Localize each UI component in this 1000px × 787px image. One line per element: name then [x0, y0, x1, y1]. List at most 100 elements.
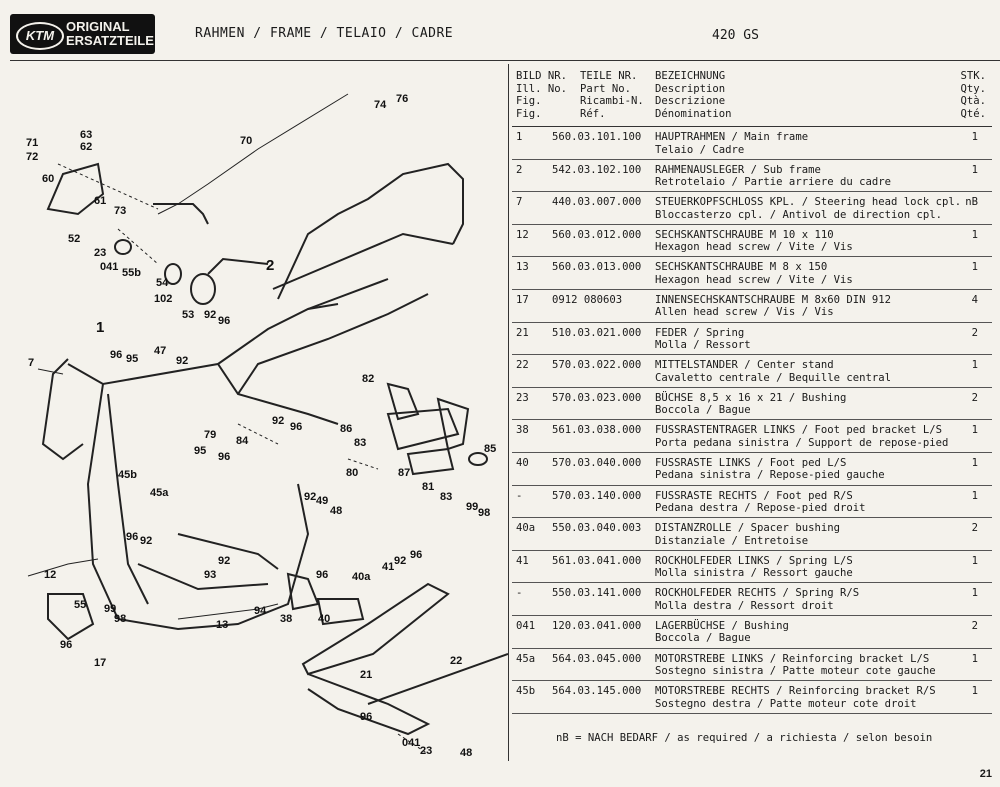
callout-label: 22	[450, 655, 462, 667]
row-description: FUSSRASTE RECHTS / Foot ped R/S Pedana d…	[655, 489, 866, 515]
callout-label: 40	[318, 613, 330, 625]
row-qty: 1	[971, 163, 978, 176]
callout-label: 92	[204, 309, 216, 321]
row-part-number: 560.03.012.000	[552, 228, 642, 241]
callout-label: 73	[114, 205, 126, 217]
row-description: ROCKHOLFEDER RECHTS / Spring R/S Molla d…	[655, 587, 860, 612]
row-fig: 45a	[516, 652, 536, 665]
row-fig: 12	[516, 228, 529, 241]
callout-label: 45a	[150, 487, 169, 499]
bracket-parts	[27, 93, 509, 755]
col-header-part: TEILE NR. Part No. Ricambi-N. Réf.	[580, 70, 644, 120]
row-fig: 22	[516, 359, 529, 372]
row-description: FUSSRASTENTRAGER LINKS / Foot ped bracke…	[655, 424, 949, 449]
callout-label: 98	[114, 613, 126, 625]
row-description: RAHMENAUSLEGER / Sub frame Retrotelaio /…	[655, 163, 891, 189]
callout-label: 99	[104, 603, 116, 615]
row-description: INNENSECHSKANTSCHRAUBE M 8x60 DIN 912 Al…	[655, 293, 891, 319]
logo-text: ORIGINAL ERSATZTEILE	[66, 20, 154, 48]
row-part-number: 120.03.041.000	[552, 619, 642, 632]
table-row: 40 570.03.040.000 FUSSRASTE LINKS / Foot p…	[512, 453, 992, 486]
page-title: RAHMEN / FRAME / TELAIO / CADRE	[195, 26, 454, 41]
logo-line2: ERSATZTEILE	[66, 33, 154, 48]
row-description: FUSSRASTE LINKS / Foot ped L/S Pedana si…	[655, 456, 885, 482]
callout-label: 96	[126, 531, 138, 543]
row-description: MITTELSTANDER / Center stand Cavaletto c…	[655, 359, 891, 384]
callout-label: 83	[440, 491, 452, 503]
logo-line1: ORIGINAL	[66, 19, 130, 34]
col-header-qty: STK. Qty. Qtà. Qté.	[960, 70, 986, 120]
row-qty: 1	[971, 228, 978, 241]
row-qty: 4	[971, 293, 978, 306]
callout-label: 82	[362, 373, 374, 385]
callout-label: 87	[398, 467, 410, 479]
row-description: BÜCHSE 8,5 x 16 x 21 / Bushing Boccola /…	[655, 391, 847, 417]
row-fig: 2	[516, 163, 523, 176]
callout-label: 60	[42, 173, 54, 185]
row-part-number: 570.03.023.000	[552, 391, 642, 404]
callout-label: 53	[182, 309, 194, 321]
footnote: nB = NACH BEDARF / as required / a richi…	[556, 732, 933, 744]
row-part-number: 550.03.141.000	[552, 587, 642, 600]
row-fig: 23	[516, 391, 529, 404]
callout-label: 7	[28, 357, 34, 369]
callout-label: 40a	[352, 571, 371, 583]
callout-label: 52	[68, 233, 80, 245]
callout-label: 84	[236, 435, 249, 447]
row-fig: 17	[516, 293, 529, 306]
row-qty: 2	[971, 326, 978, 339]
row-description: FEDER / Spring Molla / Ressort	[655, 326, 751, 352]
callout-label: 86	[340, 423, 352, 435]
ktm-logo-mark: KTM	[16, 22, 64, 50]
callout-label: 96	[290, 421, 302, 433]
callout-label: 96	[60, 639, 72, 651]
row-qty: 2	[971, 522, 978, 535]
row-part-number: 561.03.041.000	[552, 554, 642, 567]
callout-label: 92	[176, 355, 188, 367]
row-part-number: 542.03.102.100	[552, 163, 642, 176]
callout-label: 54	[156, 277, 169, 289]
callout-label: 92	[304, 491, 316, 503]
callout-label: 92	[140, 535, 152, 547]
table-row: 45a 564.03.045.000 MOTORSTREBE LINKS / Rei…	[512, 649, 992, 682]
main-frame-shape	[41, 162, 464, 631]
row-fig: 7	[516, 196, 523, 209]
row-part-number: 570.03.040.000	[552, 456, 642, 469]
row-qty: 1	[971, 359, 978, 372]
callout-label: 96	[110, 349, 122, 361]
callout-label: 95	[126, 353, 138, 365]
row-part-number: 560.03.101.100	[552, 131, 642, 143]
row-description: DISTANZROLLE / Spacer bushing Distanzial…	[655, 522, 840, 547]
table-row: 2 542.03.102.100 RAHMENAUSLEGER / Sub fram…	[512, 160, 992, 193]
row-description: MOTORSTREBE LINKS / Reinforcing bracket …	[655, 652, 936, 678]
callout-label: 74	[374, 99, 387, 111]
callout-label: 23	[94, 247, 106, 259]
row-part-number: 560.03.013.000	[552, 261, 642, 274]
callout-label: 96	[218, 451, 230, 463]
row-qty: 1	[971, 489, 978, 502]
callout-label: 041	[402, 737, 420, 749]
callout-label: 76	[396, 93, 408, 105]
row-part-number: 510.03.021.000	[552, 326, 642, 339]
row-fig: 1	[516, 131, 523, 143]
row-fig: 40	[516, 456, 529, 469]
callout-label: 041	[100, 261, 118, 273]
callout-label: 96	[316, 569, 328, 581]
row-fig: 45b	[516, 685, 536, 698]
row-qty: 1	[971, 554, 978, 567]
row-qty: 2	[971, 619, 978, 632]
row-description: ROCKHOLFEDER LINKS / Spring L/S Molla si…	[655, 554, 853, 580]
row-part-number: 564.03.045.000	[552, 652, 642, 665]
